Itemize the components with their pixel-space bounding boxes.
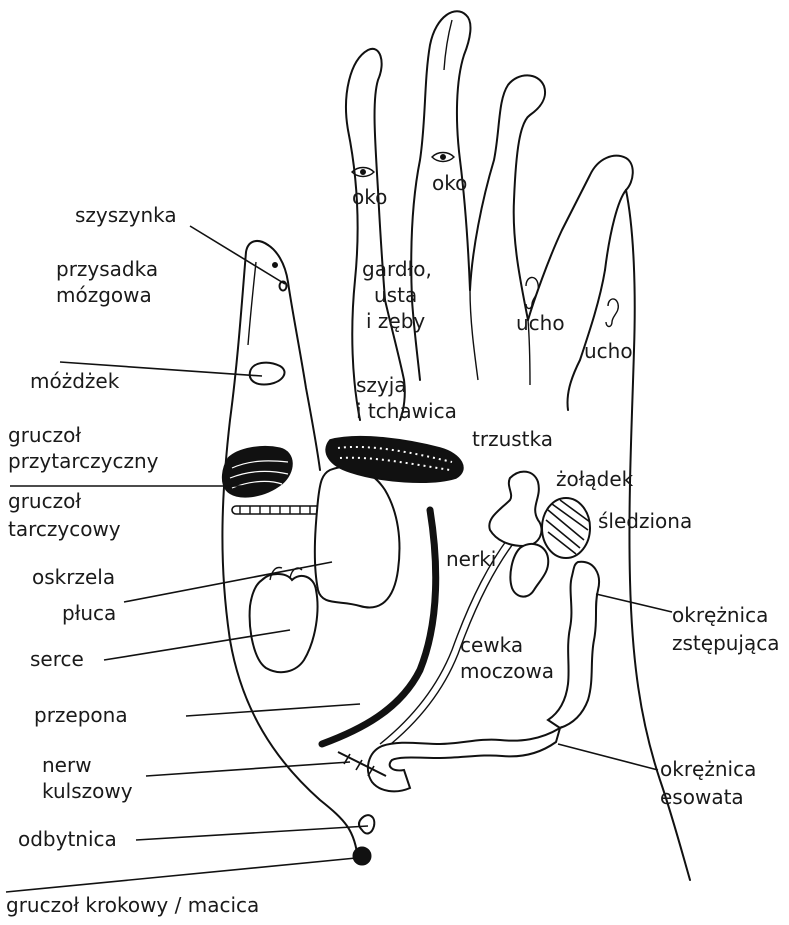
label-krokowy: gruczoł krokowy / macica	[6, 893, 259, 917]
label-przysadka: przysadka	[56, 257, 158, 281]
label-nerki: nerki	[446, 547, 496, 571]
label-nerw: nerw	[42, 753, 92, 777]
esowata-shape	[368, 728, 560, 791]
label-esowata: okrężnica	[660, 757, 756, 781]
label-przytarczyczny: gruczoł	[8, 423, 81, 447]
label-gardlo: gardło,	[362, 257, 432, 281]
ucho-icon	[606, 299, 618, 327]
zstepujaca-shape	[548, 562, 599, 728]
label-ucho: ucho	[516, 311, 565, 335]
label-nerw: kulszowy	[42, 779, 133, 803]
zoladek-shape	[489, 472, 541, 546]
krokowy-dot	[353, 847, 371, 865]
label-szyja: szyja	[356, 373, 407, 397]
label-odbytnica: odbytnica	[18, 827, 117, 851]
szyszynka-dot	[273, 263, 278, 268]
label-zstepujaca: okrężnica	[672, 603, 768, 627]
label-pluca: płuca	[62, 601, 116, 625]
label-gardlo: usta	[374, 283, 417, 307]
label-tarczycowy: gruczoł	[8, 489, 81, 513]
label-trzustka: trzustka	[472, 427, 553, 451]
label-przysadka: mózgowa	[56, 283, 152, 307]
przytarczyczny-shape	[222, 446, 292, 497]
label-przepona: przepona	[34, 703, 128, 727]
label-cewka: cewka	[460, 633, 523, 657]
label-oskrzela: oskrzela	[32, 565, 115, 589]
label-szyszynka: szyszynka	[75, 203, 177, 227]
pluca-shape	[315, 467, 400, 608]
label-ucho: ucho	[584, 339, 633, 363]
serce-shape	[250, 574, 318, 672]
label-tarczycowy: tarczycowy	[8, 517, 121, 541]
label-cewka: moczowa	[460, 659, 554, 683]
odbytnica-shape	[359, 815, 374, 833]
label-szyja: i tchawica	[356, 399, 457, 423]
label-przytarczyczny: przytarczyczny	[8, 449, 159, 473]
label-gardlo: i zęby	[366, 309, 425, 333]
label-sledziona: śledziona	[598, 509, 692, 533]
sledziona-shape	[542, 498, 590, 558]
label-mozdzek: móżdżek	[30, 369, 120, 393]
label-oko: oko	[352, 185, 387, 209]
label-serce: serce	[30, 647, 84, 671]
mozdzek-shape	[250, 363, 285, 385]
label-zoladek: żołądek	[556, 467, 634, 491]
label-oko: oko	[432, 171, 467, 195]
ucho-icon	[526, 277, 538, 308]
nerki-shape	[510, 544, 548, 597]
label-zstepujaca: zstępująca	[672, 631, 780, 655]
label-esowata: esowata	[660, 785, 744, 809]
